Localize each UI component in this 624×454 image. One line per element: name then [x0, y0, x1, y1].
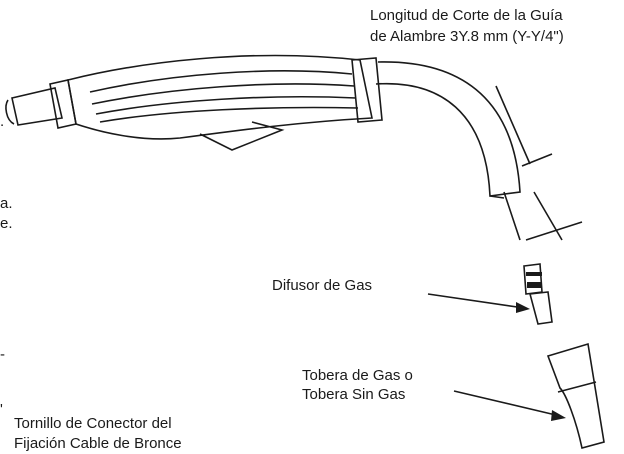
left-fragment-2: a.	[0, 195, 13, 212]
leader-nozzle	[453, 390, 566, 421]
cut-length-dimension	[495, 85, 583, 241]
torch-handle	[67, 54, 373, 140]
trigger	[199, 121, 285, 151]
screw-label-line2: Fijación Cable de Bronce	[14, 435, 182, 452]
screw-label-line1: Tornillo de Conector del	[14, 415, 172, 432]
wire-cut-length-label-line1: Longitud de Corte de la Guía	[370, 7, 563, 24]
wire-cut-length-label-line2: de Alambre 3Y.8 mm (Y-Y/4")	[370, 28, 564, 45]
gas-nozzle	[546, 342, 605, 449]
left-fragment-1: .	[0, 113, 5, 130]
leader-diffuser	[427, 293, 530, 313]
nozzle-label-line1: Tobera de Gas o	[302, 367, 413, 384]
gooseneck	[375, 61, 521, 241]
left-fragment-5: '	[0, 401, 3, 418]
left-fragment-3: e.	[0, 215, 13, 232]
left-fragment-4: -	[0, 346, 5, 363]
gas-diffuser-label: Difusor de Gas	[272, 277, 373, 294]
gas-diffuser	[523, 263, 553, 325]
nozzle-label-line2: Tobera Sin Gas	[302, 386, 406, 403]
cable	[5, 87, 63, 126]
front-collar	[351, 57, 383, 123]
